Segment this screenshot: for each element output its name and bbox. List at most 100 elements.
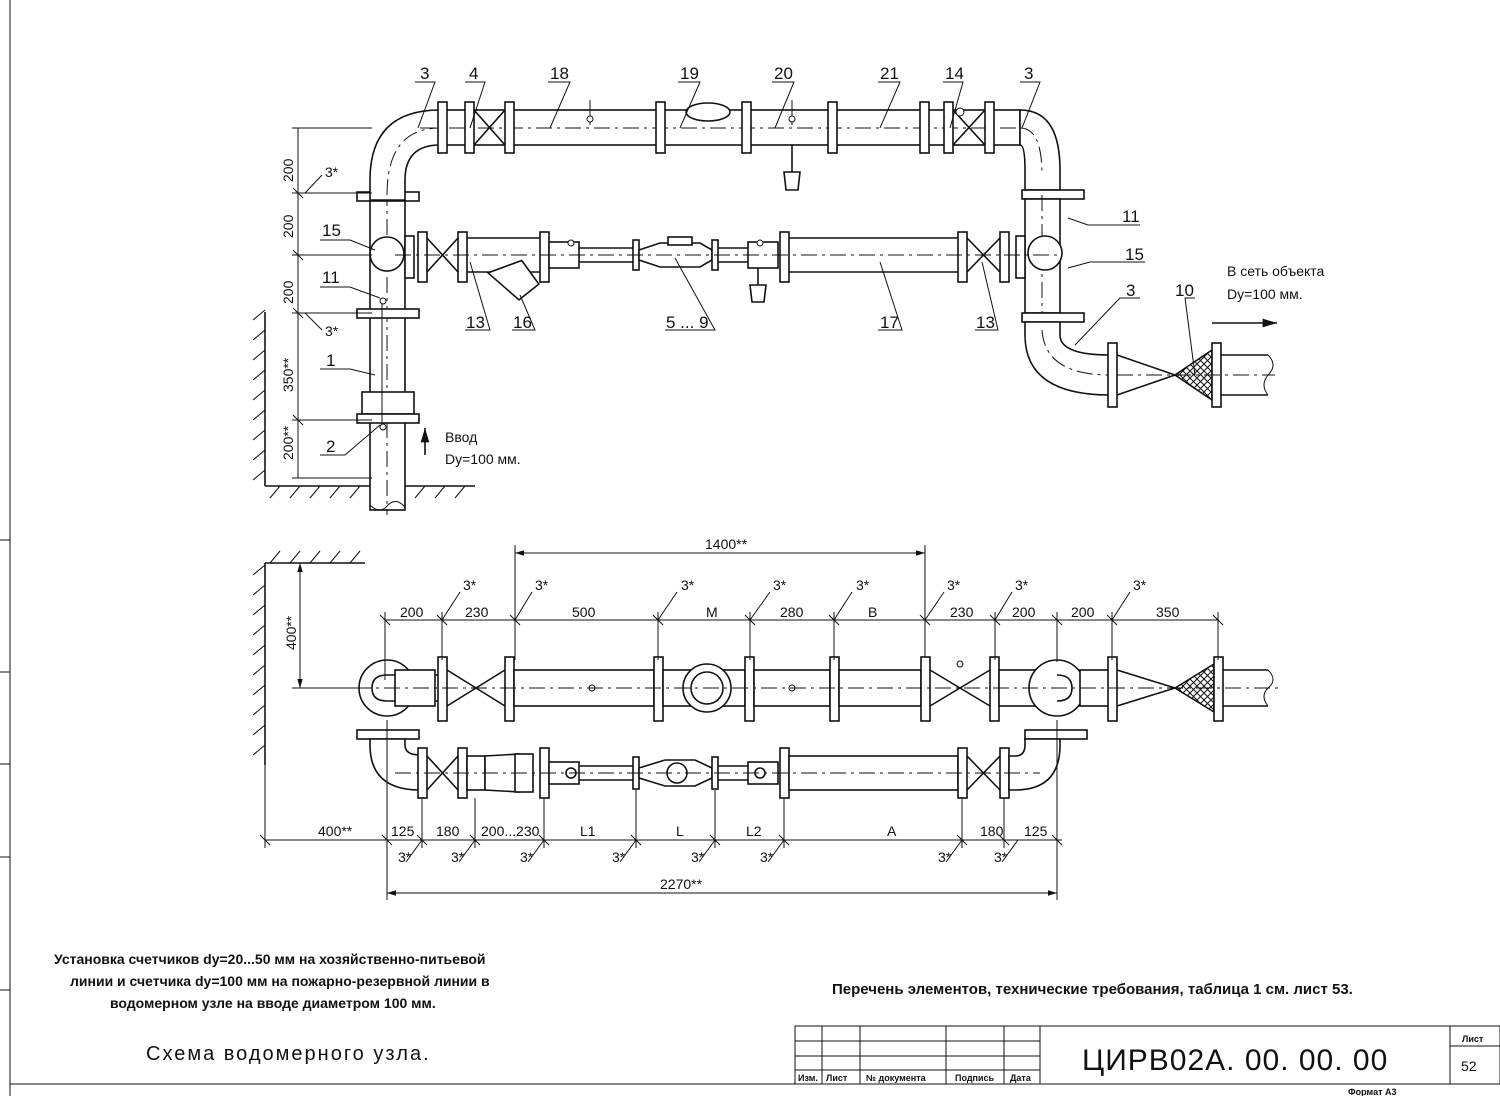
part-label-2: 2 xyxy=(326,437,335,456)
weld-mark: 3* xyxy=(463,577,477,593)
upper-line xyxy=(420,100,1035,191)
elbow-top-right xyxy=(1019,109,1085,200)
dimension-overall-1400: 1400** xyxy=(705,536,748,552)
flange xyxy=(1024,729,1088,740)
dim-bottom-400: 400** xyxy=(318,823,353,839)
elbow-outlet xyxy=(1024,321,1275,408)
weld-mark: 3* xyxy=(325,164,339,180)
weld-mark: 3* xyxy=(451,849,465,865)
flange xyxy=(356,729,420,740)
part-label-5-9: 5 ... 9 xyxy=(666,313,709,332)
weld-mark: 3* xyxy=(760,849,774,865)
meter-line xyxy=(395,231,1058,303)
description-line-3: водомерном узле на вводе диаметром 100 м… xyxy=(110,995,436,1011)
part-label-15: 15 xyxy=(322,221,341,240)
part-label-13: 13 xyxy=(976,313,995,332)
part-label-15: 15 xyxy=(1125,245,1144,264)
inlet-riser xyxy=(356,190,420,515)
title-col-izm: Изм. xyxy=(798,1073,818,1083)
part-label-18: 18 xyxy=(550,64,569,83)
weld-mark: 3* xyxy=(1015,577,1029,593)
vertical-dimension-chain xyxy=(292,127,372,479)
title-col-date: Дата xyxy=(1010,1073,1032,1083)
weld-mark: 3* xyxy=(535,577,549,593)
plan-view: 1400** 400** xyxy=(252,536,1278,900)
dim-top-b: B xyxy=(868,604,877,620)
title-col-sign: Подпись xyxy=(955,1073,995,1083)
elbow-top-left xyxy=(369,109,441,201)
bottom-dimension-chain xyxy=(259,720,1063,900)
title-col-list: Лист xyxy=(826,1073,848,1083)
dimension-200: 200 xyxy=(280,214,296,238)
part-label-3: 3 xyxy=(420,64,429,83)
elevation-view: 3 4 18 19 20 21 14 3 11 15 11 15 1 2 13 … xyxy=(252,64,1325,515)
part-label-13: 13 xyxy=(466,313,485,332)
dim-bottom-a: A xyxy=(887,823,897,839)
format-label: Формат А3 xyxy=(1348,1087,1397,1096)
dim-top-200: 200 xyxy=(1012,604,1036,620)
dimension-350: 350** xyxy=(280,357,296,392)
top-dimension-chain xyxy=(379,591,1224,680)
wall-hatch-top xyxy=(252,309,475,499)
dimension-200: 200 xyxy=(280,158,296,182)
dimension-200: 200 xyxy=(280,280,296,304)
weld-mark: 3* xyxy=(856,577,870,593)
dim-top-230: 230 xyxy=(950,604,974,620)
dim-top-280: 280 xyxy=(780,604,804,620)
part-label-19: 19 xyxy=(680,64,699,83)
part-label-1: 1 xyxy=(326,351,335,370)
description-line-2: линии и счетчика dy=100 мм на пожарно-ре… xyxy=(70,973,490,989)
dim-bottom-180: 180 xyxy=(980,823,1004,839)
weld-mark: 3* xyxy=(938,849,952,865)
weld-mark: 3* xyxy=(1133,577,1147,593)
wall-hatch-plan xyxy=(252,550,365,765)
title-col-doc: № документа xyxy=(866,1073,927,1083)
dim-bottom-125: 125 xyxy=(391,823,415,839)
part-label-3: 3 xyxy=(1126,281,1135,300)
right-riser xyxy=(1021,195,1085,323)
dim-top-500: 500 xyxy=(572,604,596,620)
inlet-size: Dy=100 мм. xyxy=(445,451,521,467)
outlet-size: Dy=100 мм. xyxy=(1227,286,1303,302)
dimension-wall-400: 400** xyxy=(283,615,299,650)
dim-bottom-l2: L2 xyxy=(746,823,762,839)
title-block xyxy=(794,1025,1500,1085)
dim-top-m: M xyxy=(706,604,718,620)
part-label-17: 17 xyxy=(880,313,899,332)
part-label-11: 11 xyxy=(1122,207,1140,226)
dimension-overall-2270: 2270** xyxy=(660,876,703,892)
part-label-4: 4 xyxy=(469,64,478,83)
weld-mark: 3* xyxy=(681,577,695,593)
sheet-number: 52 xyxy=(1461,1058,1477,1074)
weld-mark: 3* xyxy=(520,849,534,865)
dim-bottom-l: L xyxy=(676,823,684,839)
sheet-label: Лист xyxy=(1462,1034,1484,1044)
outlet-label: В сеть объекта xyxy=(1227,263,1325,279)
part-label-21: 21 xyxy=(880,64,899,83)
plan-upper-line xyxy=(355,656,1278,722)
part-label-3: 3 xyxy=(1024,64,1033,83)
part-label-14: 14 xyxy=(945,64,964,83)
weld-mark: 3* xyxy=(947,577,961,593)
part-label-16: 16 xyxy=(513,313,532,332)
inlet-label: Ввод xyxy=(445,429,477,445)
dim-bottom-125: 125 xyxy=(1024,823,1048,839)
dim-bottom-180: 180 xyxy=(436,823,460,839)
dim-bottom-200-230: 200...230 xyxy=(481,823,540,839)
leader-lines xyxy=(320,81,1196,456)
plan-lower-line xyxy=(369,738,1061,799)
weld-mark: 3* xyxy=(398,849,412,865)
weld-mark: 3* xyxy=(691,849,705,865)
drawing-title: Схема водомерного узла. xyxy=(146,1043,431,1065)
weld-mark: 3* xyxy=(773,577,787,593)
reference-note: Перечень элементов, технические требован… xyxy=(832,981,1353,998)
part-label-11: 11 xyxy=(322,268,340,287)
dim-top-230: 230 xyxy=(465,604,489,620)
dim-top-350: 350 xyxy=(1156,604,1180,620)
weld-mark: 3* xyxy=(994,849,1008,865)
part-label-20: 20 xyxy=(774,64,793,83)
dim-top-200: 200 xyxy=(1071,604,1095,620)
description-line-1: Установка счетчиков dy=20...50 мм на хоз… xyxy=(54,951,486,967)
